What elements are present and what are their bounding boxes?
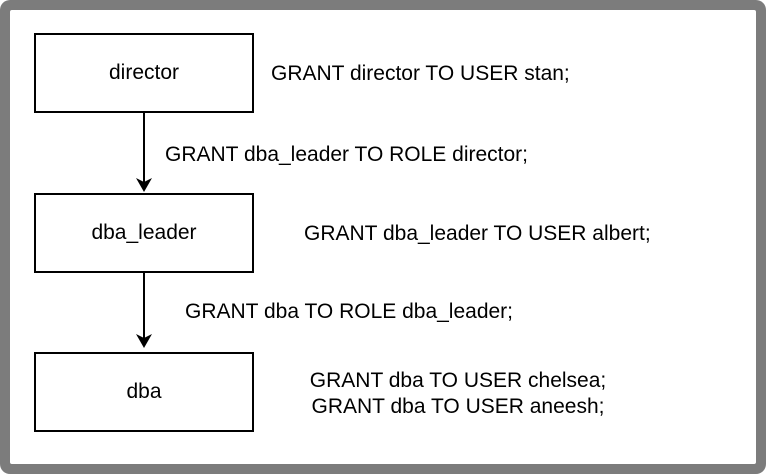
- role-node-dba-leader-label: dba_leader: [91, 221, 197, 244]
- grant-user-albert-label: GRANT dba_leader TO USER albert;: [304, 222, 651, 245]
- edge-director-to-dba-leader: [136, 113, 152, 192]
- edge-label-dba-leader-to-director: GRANT dba_leader TO ROLE director;: [165, 143, 528, 166]
- grant-user-aneesh-line: GRANT dba TO USER aneesh;: [311, 395, 605, 418]
- grant-user-stan-label: GRANT director TO USER stan;: [271, 62, 570, 85]
- grant-users-dba-label: GRANT dba TO USER chelsea; GRANT dba TO …: [278, 368, 638, 420]
- role-node-dba-leader: dba_leader: [34, 193, 254, 273]
- role-node-dba: dba: [34, 352, 254, 432]
- role-node-dba-label: dba: [126, 380, 162, 403]
- edge-label-dba-to-dba-leader: GRANT dba TO ROLE dba_leader;: [185, 300, 514, 323]
- role-node-director: director: [34, 33, 254, 113]
- edge-dba-leader-to-dba: [136, 273, 152, 348]
- diagram-canvas: director dba_leader dba GRANT director T…: [10, 10, 756, 464]
- role-node-director-label: director: [108, 61, 180, 84]
- grant-user-chelsea-line: GRANT dba TO USER chelsea;: [309, 369, 607, 392]
